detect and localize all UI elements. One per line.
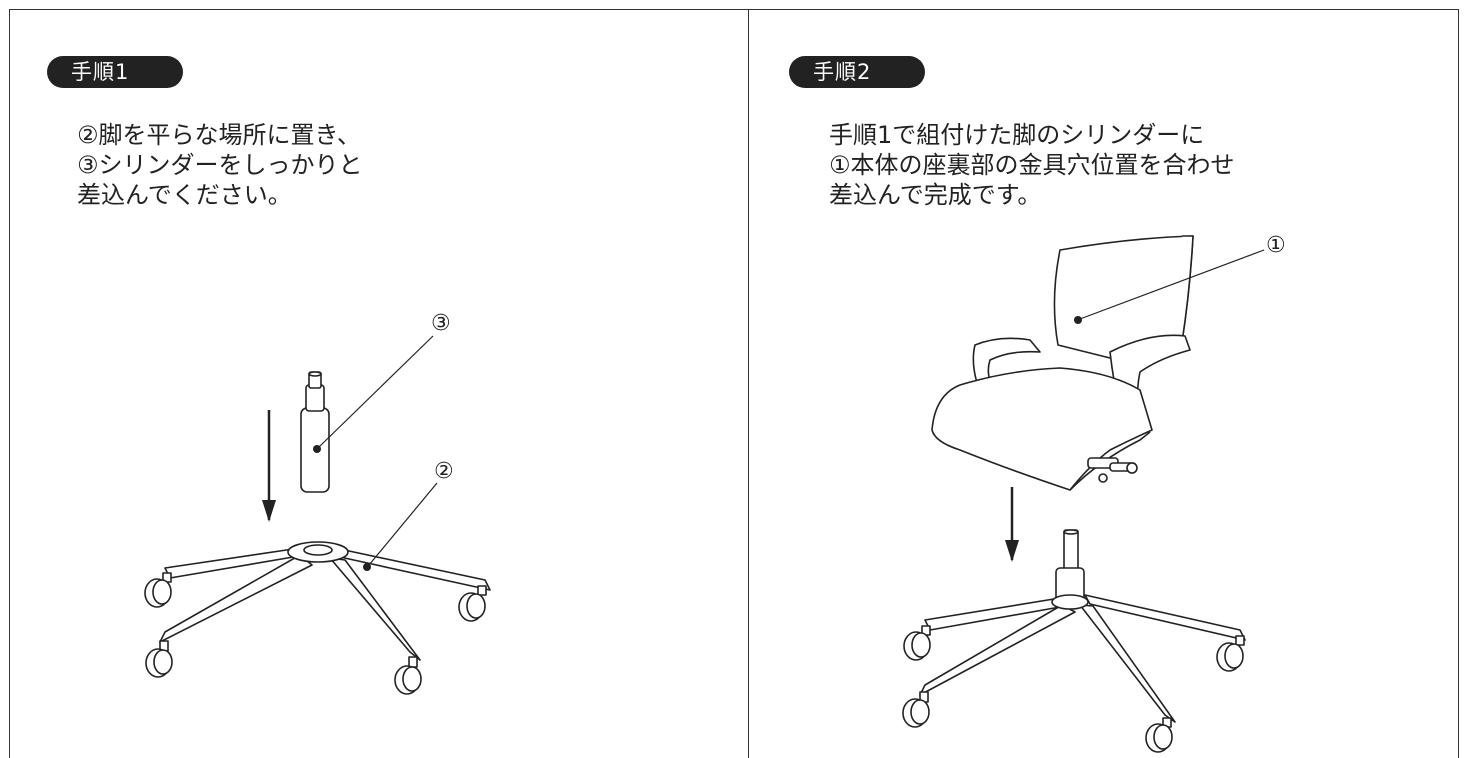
callout-cylinder: ③ xyxy=(431,311,451,336)
leader-line-body xyxy=(1079,249,1265,320)
frame-right-border xyxy=(1458,9,1459,758)
frame-left-border xyxy=(9,9,10,758)
caster-front-left xyxy=(145,640,173,678)
step2-caster-front-right xyxy=(1145,717,1173,753)
step1-line-1: ②脚を平らな場所に置き、 xyxy=(77,121,361,149)
step2-illustration: ① xyxy=(902,233,1286,753)
step2-line-2: ①本体の座裏部の金具穴位置を合わせ xyxy=(829,151,1235,179)
panel-divider xyxy=(748,9,749,758)
callout-body: ① xyxy=(1266,233,1286,258)
step2-badge: 手順2 xyxy=(789,56,925,88)
step2-caster-right xyxy=(1216,635,1245,672)
step2-line-3: 差込んで完成です。 xyxy=(829,181,1042,209)
step1-badge: 手順1 xyxy=(47,56,183,88)
caster-back-left xyxy=(144,572,172,608)
chair-seat-body xyxy=(931,235,1194,491)
step2-arrow-head xyxy=(1005,540,1019,562)
frame-top-border xyxy=(9,9,1459,10)
step1-illustration: ③ ② xyxy=(144,311,491,695)
step1-arrow-head xyxy=(262,500,276,522)
gas-cylinder-part xyxy=(300,371,330,493)
step1-line-2: ③シリンダーをしっかりと xyxy=(77,151,363,179)
step2-caster-back-left xyxy=(903,625,931,661)
step2-instructions: 手順1で組付けた脚のシリンダーに ①本体の座裏部の金具穴位置を合わせ 差込んで完… xyxy=(829,120,1235,210)
step1-instructions: ②脚を平らな場所に置き、 ③シリンダーをしっかりと 差込んでください。 xyxy=(77,120,363,210)
assembled-base xyxy=(902,529,1246,753)
leader-line-base xyxy=(368,482,438,566)
caster-front-right xyxy=(394,656,422,695)
step1-line-3: 差込んでください。 xyxy=(77,181,292,209)
step2-line-1: 手順1で組付けた脚のシリンダーに xyxy=(829,121,1205,149)
callout-base: ② xyxy=(434,459,454,484)
leader-line-cylinder xyxy=(318,335,434,448)
chair-base-part xyxy=(144,541,491,695)
step2-caster-front-left xyxy=(902,691,930,728)
caster-right xyxy=(458,585,487,622)
